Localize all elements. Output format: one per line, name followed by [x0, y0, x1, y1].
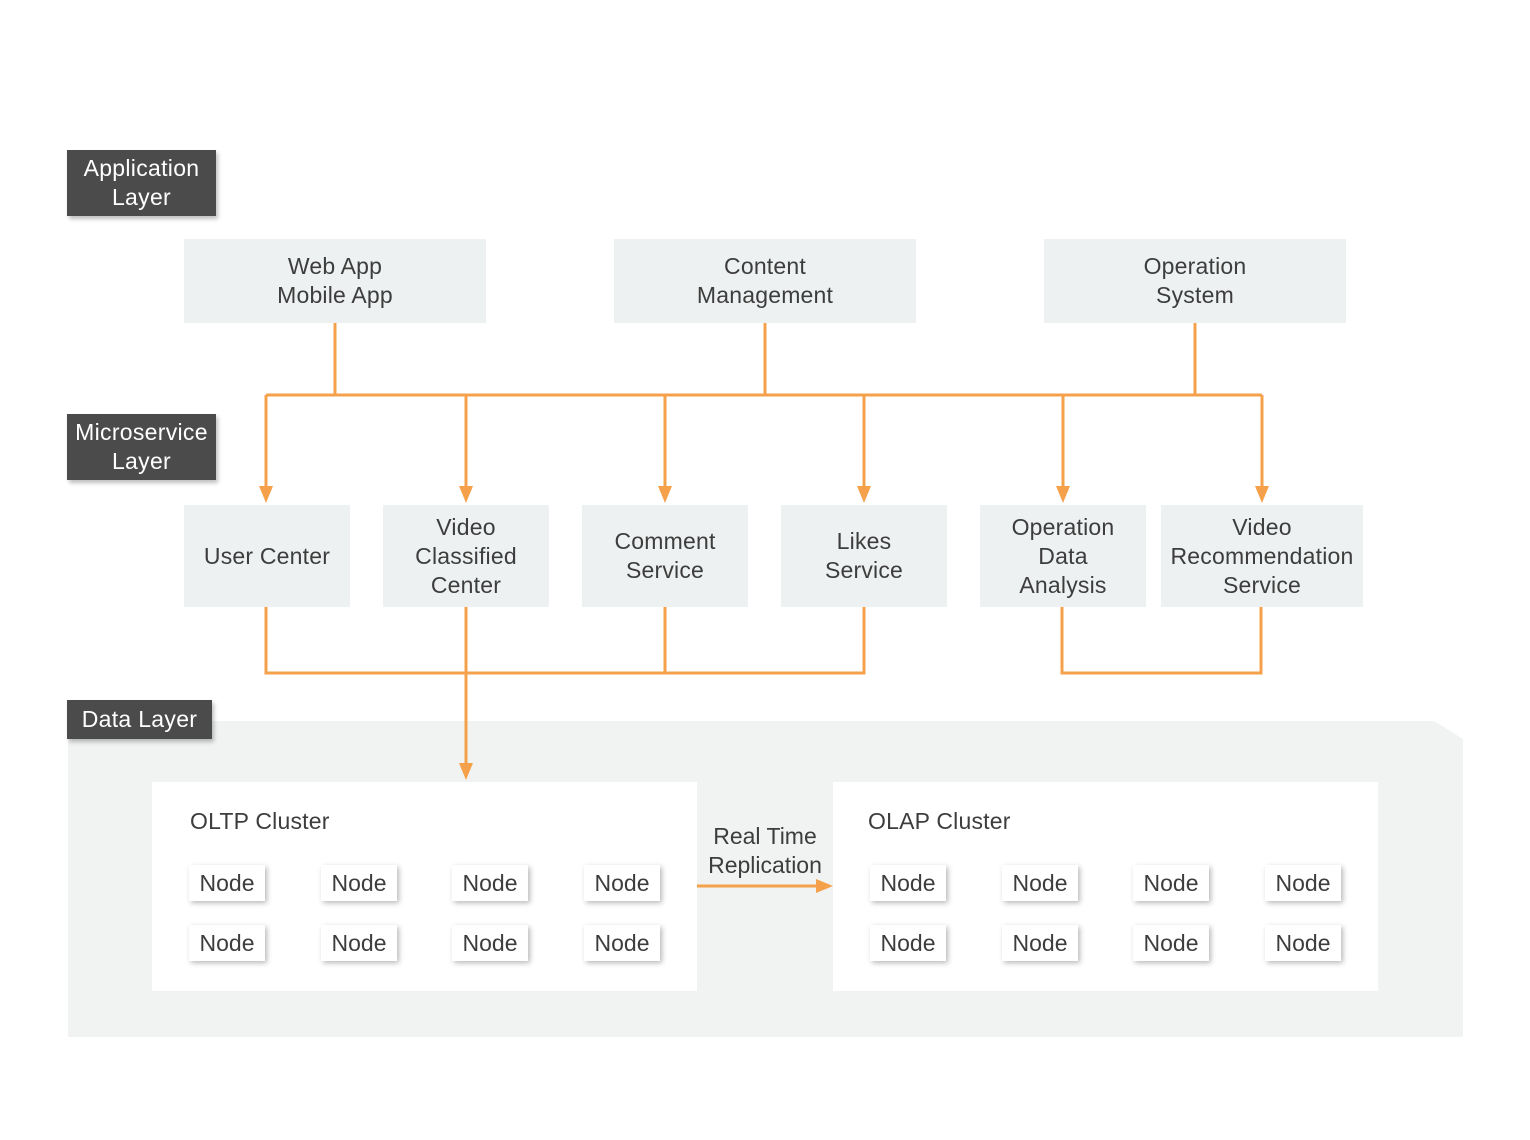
oltp-node: Node [189, 865, 265, 901]
service-line: Comment [614, 528, 716, 554]
service-line: Video [1232, 513, 1292, 540]
service-video-recommendation: Video Recommendation Service [1161, 505, 1363, 607]
oltp-node: Node [584, 925, 660, 961]
replication-label: Real Time Replication [698, 822, 832, 880]
microservice-layer-tag: Microservice Layer [67, 414, 216, 480]
oltp-node: Node [189, 925, 265, 961]
service-line: Service [824, 557, 904, 583]
olap-node: Node [1133, 865, 1209, 901]
oltp-cluster-title: OLTP Cluster [190, 808, 330, 834]
olap-node: Node [1133, 925, 1209, 961]
service-line: Recommendation [1170, 542, 1354, 569]
app-box-web-mobile: Web App Mobile App [184, 239, 486, 323]
app-box-line1: Web App [287, 253, 383, 279]
app-box-operation-system: Operation System [1044, 239, 1346, 323]
service-line: Data [1038, 542, 1088, 569]
olap-node: Node [870, 865, 946, 901]
service-line: Operation [1011, 513, 1115, 540]
oltp-node: Node [584, 865, 660, 901]
service-user-center: User Center [184, 505, 350, 607]
olap-cluster-title: OLAP Cluster [868, 808, 1011, 834]
app-box-line1: Content [724, 253, 806, 279]
service-operation-data-analysis: Operation Data Analysis [980, 505, 1146, 607]
olap-node: Node [1265, 925, 1341, 961]
app-box-line2: Management [696, 282, 834, 308]
app-box-line1: Operation [1143, 253, 1247, 279]
data-layer-tag: Data Layer [67, 700, 212, 739]
olap-node: Node [1265, 865, 1341, 901]
oltp-node: Node [452, 925, 528, 961]
data-layer-label: Data Layer [81, 706, 198, 732]
application-layer-tag: Application Layer [67, 150, 216, 216]
oltp-node: Node [321, 865, 397, 901]
service-line: Analysis [1019, 571, 1107, 598]
olap-cluster: OLAP Cluster Node Node Node Node Node No… [833, 782, 1378, 991]
replication-label-line1: Real Time [713, 823, 817, 849]
service-video-classified-center: Video Classified Center [383, 505, 549, 607]
microservice-layer-label-line2: Layer [111, 448, 172, 474]
service-line: Video [436, 513, 496, 540]
service-line: Service [625, 557, 705, 583]
service-line: User Center [203, 542, 331, 569]
service-line: Service [1222, 571, 1302, 598]
application-layer-label-line2: Layer [111, 184, 172, 210]
app-box-line2: System [1156, 282, 1234, 308]
service-line: Center [430, 571, 502, 598]
service-line: Likes [836, 528, 892, 554]
olap-node: Node [1002, 865, 1078, 901]
replication-label-line2: Replication [708, 852, 822, 878]
olap-node: Node [1002, 925, 1078, 961]
service-line: Classified [415, 542, 517, 569]
olap-node: Node [870, 925, 946, 961]
microservice-layer-label-line1: Microservice [75, 419, 208, 445]
app-box-line2: Mobile App [277, 282, 393, 308]
service-likes: Likes Service [781, 505, 947, 607]
service-comment: Comment Service [582, 505, 748, 607]
oltp-cluster: OLTP Cluster Node Node Node Node Node No… [152, 782, 697, 991]
oltp-node: Node [452, 865, 528, 901]
app-box-content-management: Content Management [614, 239, 916, 323]
application-layer-label-line1: Application [83, 155, 200, 181]
oltp-node: Node [321, 925, 397, 961]
